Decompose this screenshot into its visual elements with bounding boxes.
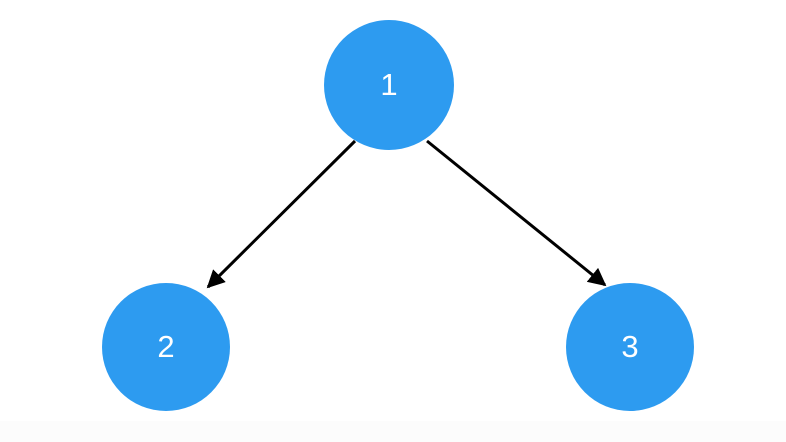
graph-node-1[interactable]: 1: [324, 20, 454, 150]
graph-node-label: 2: [157, 329, 175, 364]
graph-node-label: 3: [621, 329, 639, 364]
edge-arrow-1-to-3: [426, 139, 607, 287]
edges-group: [206, 139, 607, 289]
graph-node-2[interactable]: 2: [102, 283, 230, 411]
graph-node-3[interactable]: 3: [566, 283, 694, 411]
graph-node-label: 1: [380, 67, 398, 102]
edge-arrow-1-to-2: [206, 139, 357, 289]
footer-strip: [0, 421, 786, 442]
